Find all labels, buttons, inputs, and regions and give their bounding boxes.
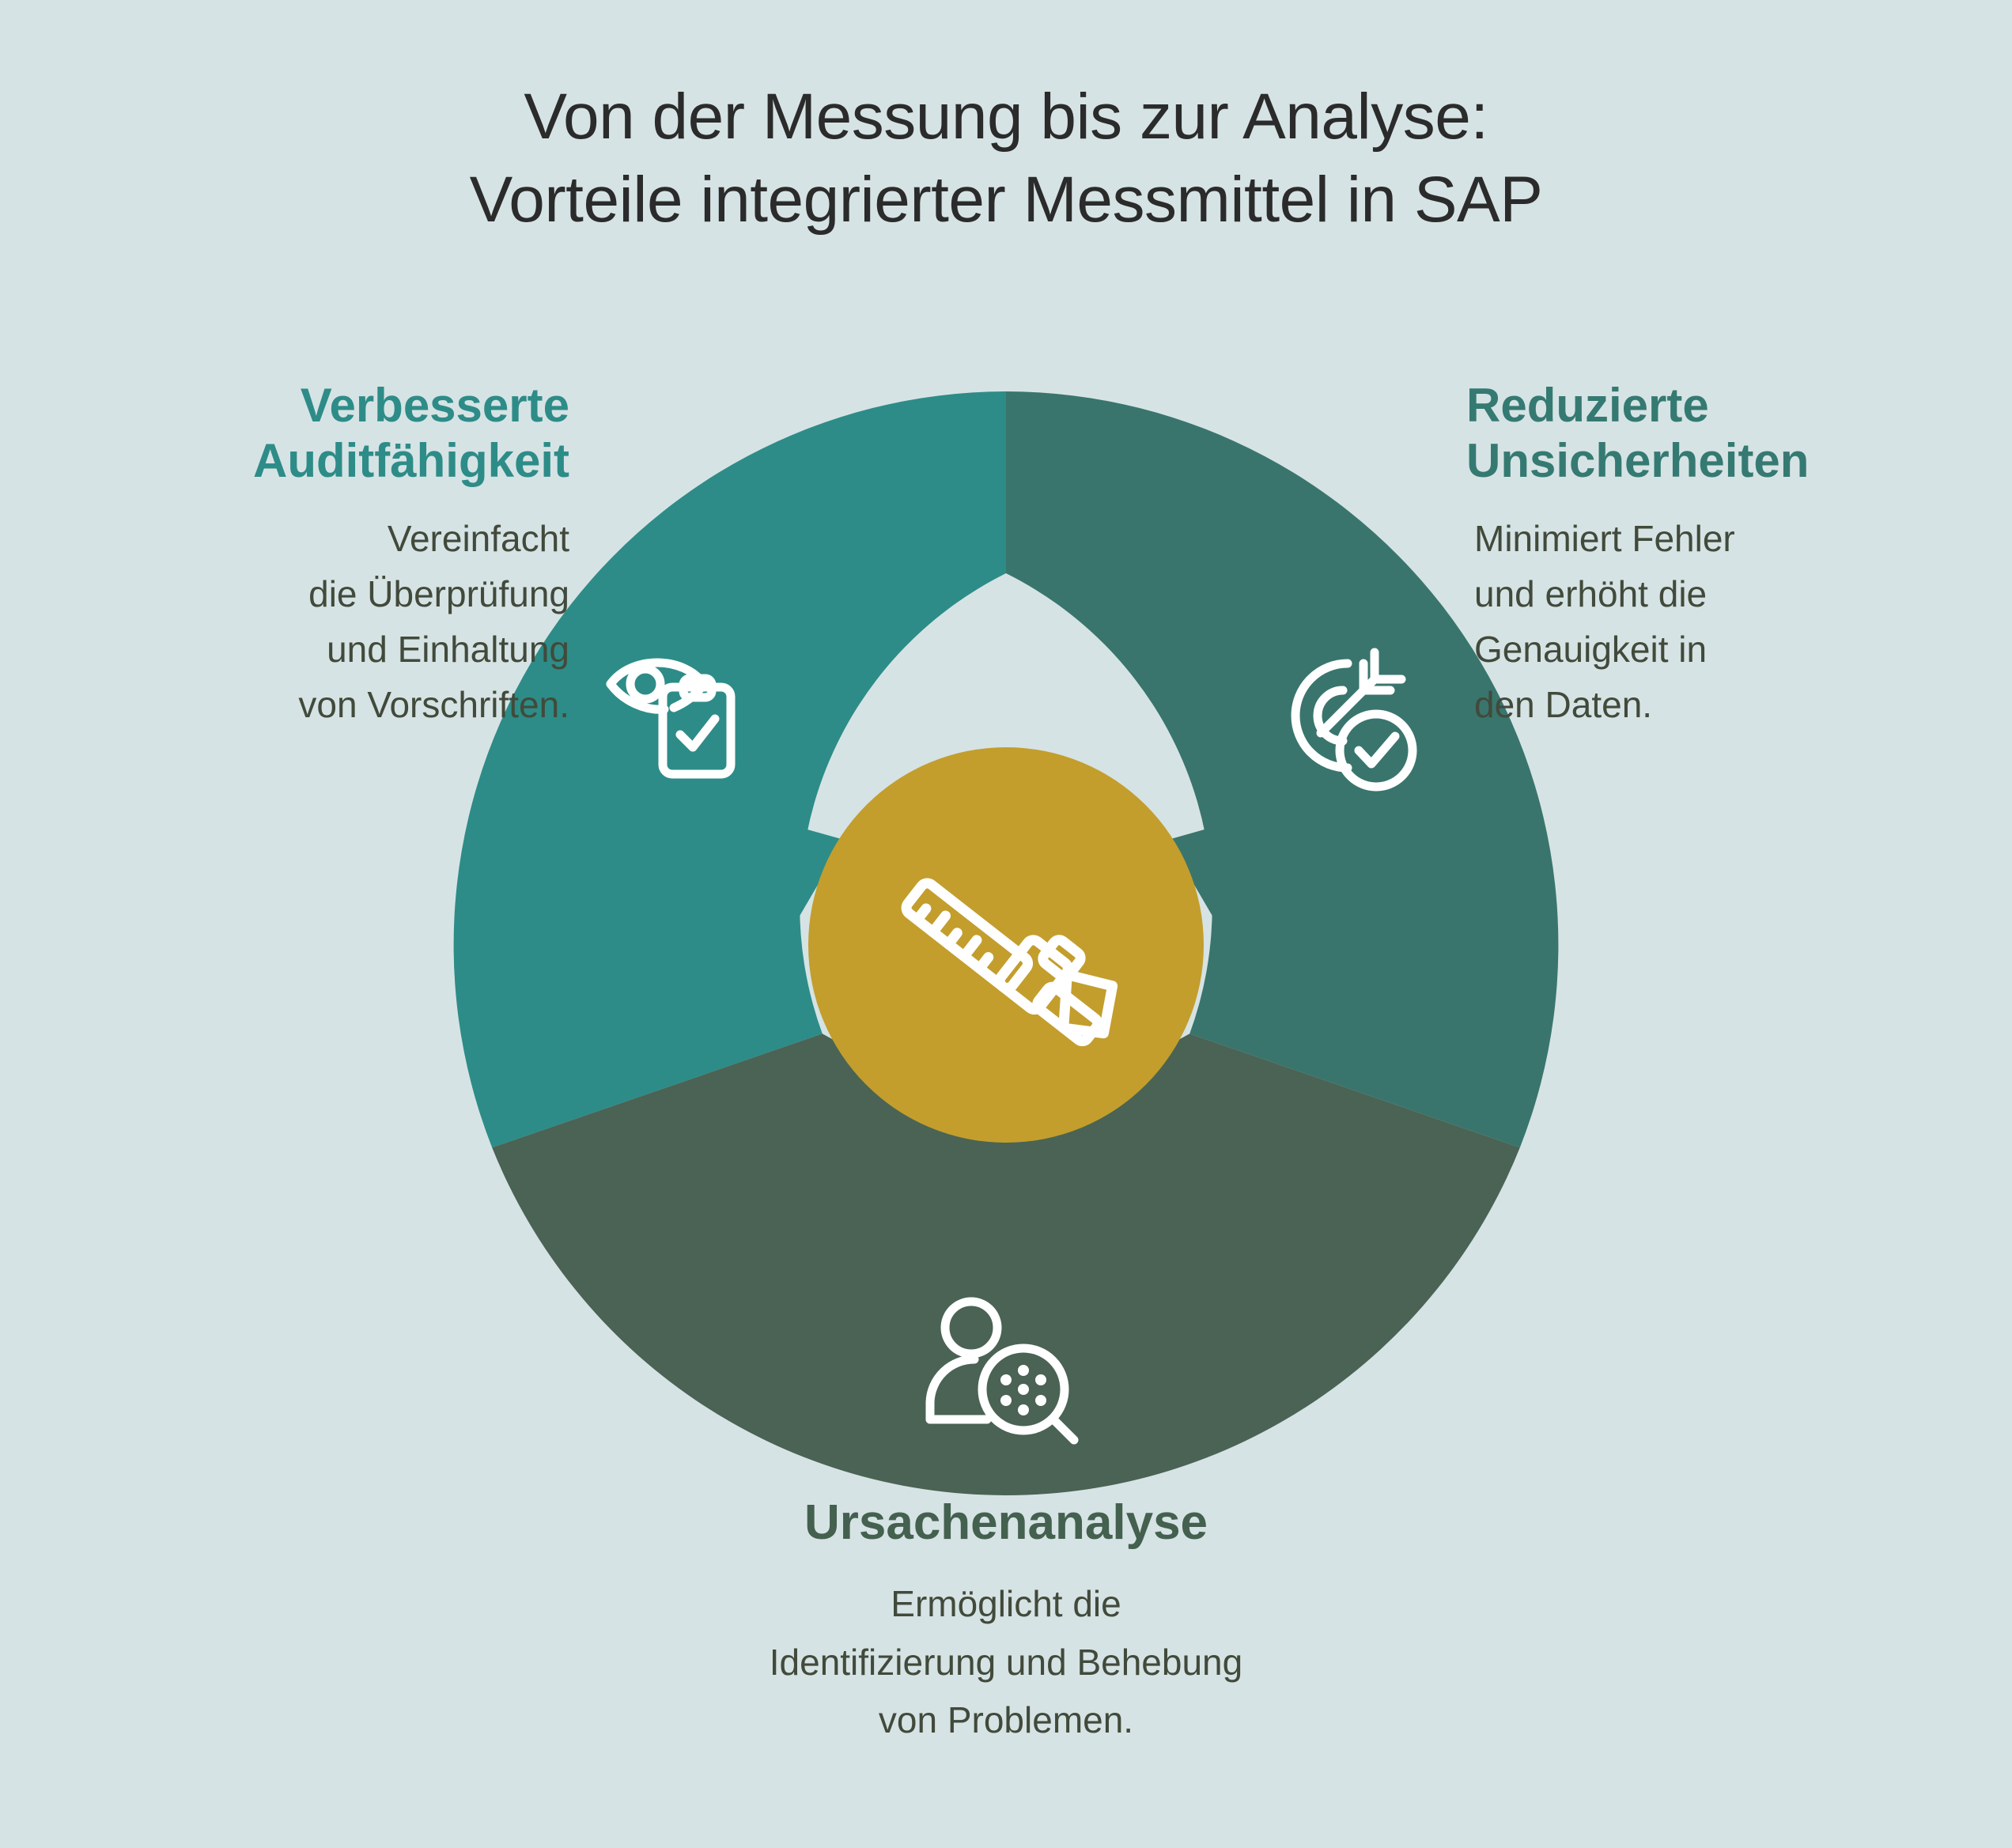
segment-right-body-line-1: Minimiert Fehler bbox=[1474, 518, 1735, 560]
segment-bottom-heading-line-1: Ursachenanalyse bbox=[804, 1495, 1208, 1550]
segment-left-body: Vereinfacht die Überprüfung und Einhaltu… bbox=[47, 512, 569, 733]
arrow-left-inward bbox=[668, 799, 845, 1024]
segment-left-text: Verbesserte Auditfähigkeit Vereinfacht d… bbox=[47, 378, 569, 733]
page-title: Von der Messung bis zur Analyse: Vorteil… bbox=[0, 76, 2012, 242]
page-title-line-1: Von der Messung bis zur Analyse: bbox=[524, 81, 1488, 153]
segment-right-body-line-3: Genauigkeit in bbox=[1474, 629, 1708, 670]
segment-bottom-body: Ermöglicht die Identifizierung und Beheb… bbox=[452, 1575, 1560, 1750]
cycle-diagram bbox=[452, 391, 1560, 1498]
eye-clipboard-check-icon bbox=[606, 658, 736, 779]
segment-right-body: Minimiert Fehler und erhöht die Genauigk… bbox=[1466, 512, 2004, 733]
segment-left-heading-line-1: Verbesserte bbox=[300, 379, 569, 432]
segment-right-heading-line-2: Unsicherheiten bbox=[1466, 433, 1810, 487]
segment-left-body-line-2: die Überprüfung bbox=[308, 573, 569, 615]
segment-right-text: Reduzierte Unsicherheiten Minimiert Fehl… bbox=[1450, 378, 2004, 733]
segment-bottom-body-line-3: von Problemen. bbox=[878, 1699, 1134, 1741]
segment-bottom-body-line-1: Ermöglicht die bbox=[891, 1582, 1121, 1624]
segment-bottom-body-line-2: Identifizierung und Behebung bbox=[769, 1641, 1243, 1683]
segment-right-arc bbox=[1006, 391, 1559, 1148]
segment-bottom-text: Ursachenanalyse Ermöglicht die Identifiz… bbox=[452, 1495, 1560, 1750]
segment-right-body-line-4: den Daten. bbox=[1474, 683, 1653, 725]
arrow-right-inward bbox=[1167, 799, 1344, 1024]
segment-left-heading: Verbesserte Auditfähigkeit bbox=[47, 378, 569, 488]
segment-right-heading: Reduzierte Unsicherheiten bbox=[1466, 378, 2004, 488]
cycle-diagram-svg bbox=[453, 391, 1559, 1495]
segment-left-body-line-3: und Einhaltung bbox=[327, 629, 569, 670]
segment-bottom-heading: Ursachenanalyse bbox=[452, 1495, 1560, 1551]
segment-right-body-line-2: und erhöht die bbox=[1474, 573, 1708, 615]
segment-left-body-line-1: Vereinfacht bbox=[387, 518, 569, 560]
segment-right-heading-line-1: Reduzierte bbox=[1466, 379, 1709, 432]
caliper-icon bbox=[901, 878, 1118, 1047]
segment-left-heading-line-2: Auditfähigkeit bbox=[253, 433, 569, 487]
segment-left-body-line-4: von Vorschriften. bbox=[298, 683, 569, 725]
person-magnifier-icon bbox=[925, 1297, 1079, 1445]
page-title-line-2: Vorteile integrierter Messmittel in SAP bbox=[469, 163, 1543, 236]
target-arrow-check-icon bbox=[1291, 648, 1417, 792]
